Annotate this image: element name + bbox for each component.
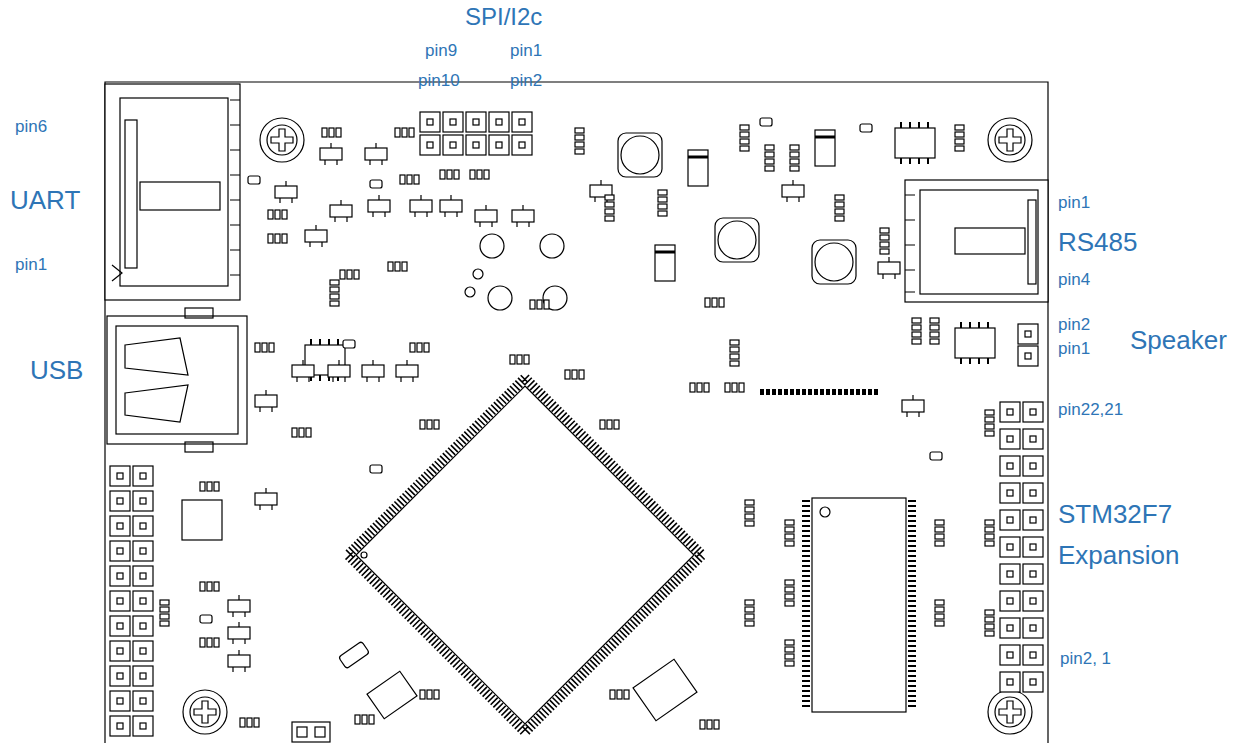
pin-label: pin2 [510,72,542,91]
pin-label: pin1 [510,42,542,61]
pin-label: pin9 [425,42,457,61]
pin-label: pin4 [1058,271,1090,290]
pin-label: pin22,21 [1058,401,1123,420]
pin-label: UART [10,186,80,215]
pin-label: RS485 [1058,228,1138,257]
pin-label: Expansion [1058,541,1179,570]
pin-label: Speaker [1130,326,1227,355]
pin-label: pin1 [1058,340,1090,359]
pin-label: USB [30,356,83,385]
pin-label: pin10 [418,72,460,91]
pin-label: pin2, 1 [1060,650,1111,669]
pin-label: pin1 [1058,194,1090,213]
pin-label: SPI/I2c [465,4,542,30]
pin-label: pin2 [1058,316,1090,335]
pin-label: STM32F7 [1058,500,1172,529]
pin-label: pin6 [15,118,47,137]
pin-label: pin1 [15,256,47,275]
